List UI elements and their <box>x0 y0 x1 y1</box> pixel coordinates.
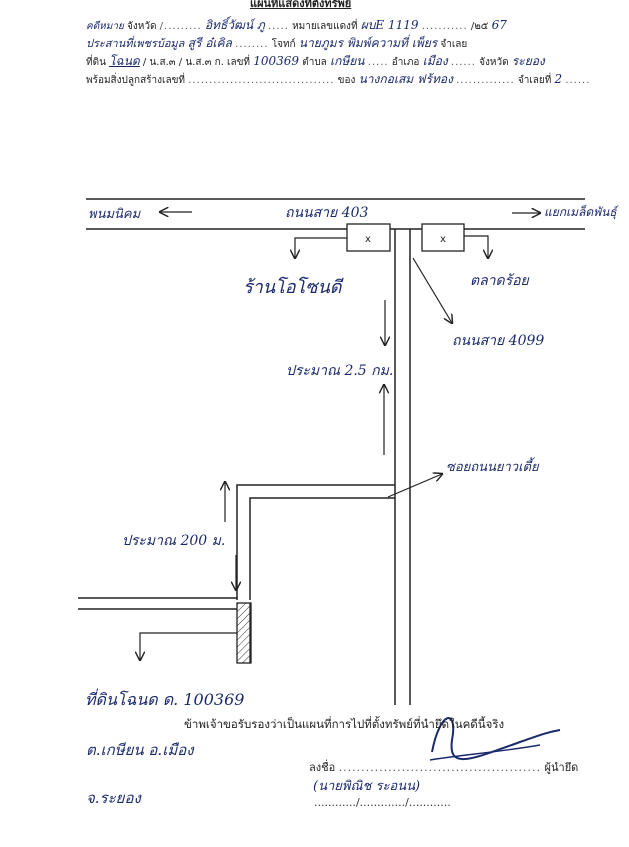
note-location: ต.เกษียน อ.เมือง <box>86 741 194 759</box>
value-amphoe: เมือง <box>422 54 448 68</box>
label-defendant: จำเลย <box>440 39 468 50</box>
market-right-box <box>421 223 465 252</box>
declaration-text: ข้าพเจ้าขอรับรองว่าเป็นแผนที่การไปที่ตั้… <box>184 717 505 731</box>
label-road-right: แยกเมล็ดพันธุ์ <box>544 205 617 219</box>
header-row-4: พร้อมสิ่งปลูกสร้างเลขที่ ...............… <box>86 72 591 86</box>
road-4099-pointer <box>412 257 452 323</box>
label-province: จังหวัด <box>127 21 157 32</box>
value-tambon: เกษียน <box>330 54 365 68</box>
soi-outer-edge <box>236 484 395 600</box>
sign-role: ผู้นำยึด <box>544 761 579 774</box>
label-amphoe: อำเภอ <box>391 57 420 68</box>
value-case-no: ผบE 1119 <box>360 18 419 32</box>
property-pointer <box>140 632 237 660</box>
label-of: ของ <box>337 75 356 86</box>
market-right-marker: x <box>440 234 446 245</box>
label-road-4099: ถนนสาย 4099 <box>452 333 545 349</box>
label-land: ที่ดิน <box>86 57 106 68</box>
label-tambon: ตำบล <box>302 57 327 68</box>
value-defendant-no: 2 <box>554 72 563 86</box>
label-year: /๒๕ <box>470 21 489 32</box>
value-land-type: โฉนด <box>109 54 140 68</box>
label-road-left: พนมนิคม <box>88 207 141 222</box>
label-changwat: จังหวัด <box>479 57 509 68</box>
soi-pointer <box>387 474 442 498</box>
value-plaintiff-label: ประสานที่เพชรบ้อมูล <box>86 37 185 50</box>
value-person: อิทธิ์วัฒน์ ภู <box>204 18 265 32</box>
case-prefix: คดีหมาย <box>86 21 124 32</box>
value-changwat: ระยอง <box>511 54 545 68</box>
soi-inner-edge <box>249 497 395 600</box>
shop-left-box <box>346 223 391 252</box>
label-building: พร้อมสิ่งปลูกสร้างเลขที่ <box>86 75 186 86</box>
signature-image <box>431 717 561 761</box>
signature-underline <box>429 744 541 761</box>
label-distance-1: ประมาณ 2.5 กม. <box>286 363 394 379</box>
header-row-2: ประสานที่เพชรบ้อมูล สูรี อ๋เคิล ........… <box>86 36 468 50</box>
value-owner: นางกอเสม ฟร้ทอง <box>358 72 453 86</box>
document-title: แผนที่แสดงที่ตั้งทรัพย์ <box>250 0 352 10</box>
label-road-403: ถนนสาย 403 <box>285 205 369 221</box>
signature-line: ลงชื่อ .................................… <box>309 761 579 774</box>
label-shop-left: ร้านโอโซนดี <box>243 277 342 298</box>
label-plaintiff: โจทก์ <box>271 39 296 50</box>
property-parcel <box>236 602 252 664</box>
note-province: จ.ระยอง <box>86 789 141 807</box>
label-land-types: / น.ส.๓ / น.ส.๓ ก. เลขที่ <box>142 57 251 68</box>
market-right-pointer <box>464 235 488 258</box>
header-row-3: ที่ดิน โฉนด / น.ส.๓ / น.ส.๓ ก. เลขที่ 10… <box>86 54 545 68</box>
label-defendant-no: จำเลยที่ <box>517 75 552 86</box>
value-defendant: นายภูมร พิมพ์ความที่ เพ็ยร <box>298 36 438 50</box>
value-plaintiff: สูรี อ๋เคิล <box>187 36 232 50</box>
label-distance-2: ประมาณ 200 ม. <box>122 533 226 549</box>
label-soi: ซอยถนนยาวเตี้ย <box>446 460 539 475</box>
sign-label: ลงชื่อ <box>309 761 336 774</box>
value-year: 67 <box>491 18 507 32</box>
sign-date: ............/............./............ <box>314 796 451 809</box>
shop-left-marker: x <box>365 234 371 245</box>
value-land-no: 100369 <box>253 54 300 68</box>
note-deed: ที่ดินโฉนด ด. 100369 <box>85 690 245 709</box>
label-market-right: ตลาดร้อย <box>470 273 529 289</box>
header-row-1: คดีหมาย จังหวัด /......... อิทธิ์วัฒน์ ภ… <box>86 18 507 32</box>
sign-name: (นายพิณิช ระอนน) <box>313 779 421 794</box>
label-case-no: หมายเลขแดงที่ <box>292 21 358 32</box>
shop-left-pointer <box>295 237 347 258</box>
